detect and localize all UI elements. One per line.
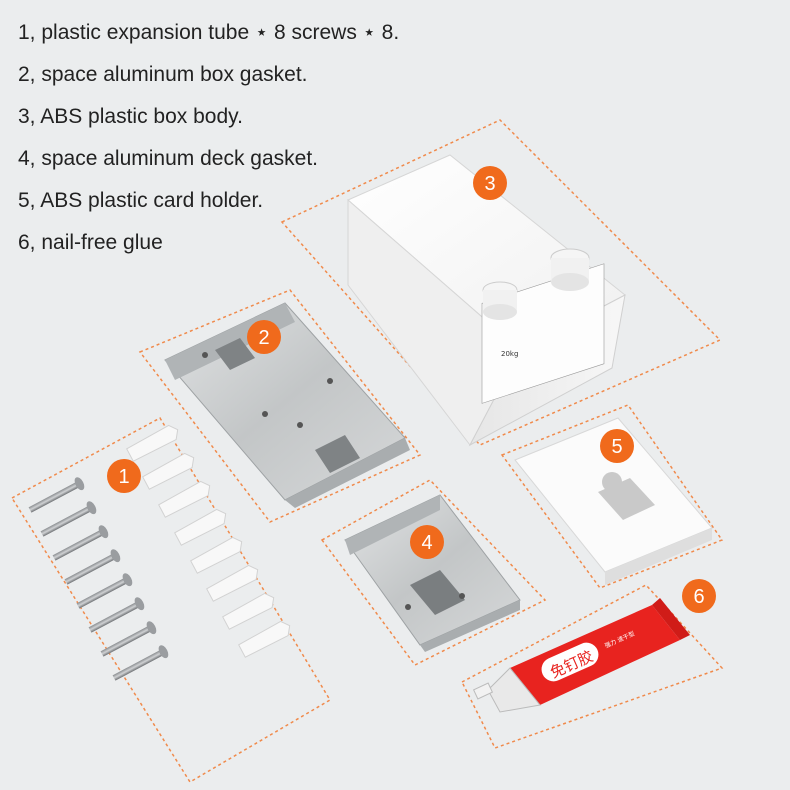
expansion-tubes bbox=[126, 424, 291, 658]
svg-text:4: 4 bbox=[421, 532, 432, 554]
caption-item-6: 6, nail-free glue bbox=[18, 231, 163, 254]
svg-text:3: 3 bbox=[484, 173, 495, 195]
svg-text:1: 1 bbox=[118, 466, 129, 488]
outline-group-6 bbox=[461, 584, 724, 749]
expansion-tube bbox=[206, 564, 259, 602]
aluminum-deck-gasket bbox=[344, 494, 521, 652]
glue-tube: 免钉胶 强力 速干型 bbox=[472, 598, 690, 713]
screw bbox=[64, 549, 121, 585]
outline-group-4 bbox=[320, 479, 547, 666]
caption-item-4: 4, space aluminum deck gasket. bbox=[18, 147, 318, 170]
outline-group-2 bbox=[138, 289, 422, 523]
expansion-tube bbox=[238, 620, 291, 658]
screw bbox=[40, 501, 97, 537]
screw bbox=[76, 573, 133, 609]
badge-4: 4 bbox=[410, 525, 444, 559]
svg-text:2: 2 bbox=[258, 327, 269, 349]
badge-2: 2 bbox=[247, 320, 281, 354]
caption-list: 1, plastic expansion tube ⋆ 8 screws ⋆ 8… bbox=[18, 12, 399, 264]
screw bbox=[28, 477, 85, 513]
outline-group-5 bbox=[500, 404, 724, 589]
box-capacity-label: 20kg bbox=[501, 350, 518, 358]
screw bbox=[112, 645, 169, 681]
caption-item-1: 1, plastic expansion tube ⋆ 8 screws ⋆ 8… bbox=[18, 21, 400, 44]
caption-item-5: 5, ABS plastic card holder. bbox=[18, 189, 264, 212]
caption-item-2: 2, space aluminum box gasket. bbox=[18, 63, 308, 86]
expansion-tube bbox=[222, 592, 275, 630]
expansion-tube bbox=[126, 424, 179, 462]
expansion-tube bbox=[142, 452, 195, 490]
badge-1: 1 bbox=[107, 459, 141, 493]
abs-card-holder bbox=[514, 417, 713, 585]
screw bbox=[88, 597, 145, 633]
expansion-tube bbox=[174, 508, 227, 546]
svg-text:6: 6 bbox=[693, 586, 704, 608]
badge-6: 6 bbox=[682, 579, 716, 613]
aluminum-box-gasket bbox=[164, 302, 410, 508]
screw bbox=[100, 621, 157, 657]
abs-box-body: 20kg bbox=[347, 154, 626, 447]
expansion-tube bbox=[158, 480, 211, 518]
svg-text:5: 5 bbox=[611, 436, 622, 458]
badge-5: 5 bbox=[600, 429, 634, 463]
screws bbox=[28, 477, 169, 681]
screw bbox=[52, 525, 109, 561]
caption-item-3: 3, ABS plastic box body. bbox=[18, 105, 243, 128]
badge-3: 3 bbox=[473, 166, 507, 200]
expansion-tube bbox=[190, 536, 243, 574]
